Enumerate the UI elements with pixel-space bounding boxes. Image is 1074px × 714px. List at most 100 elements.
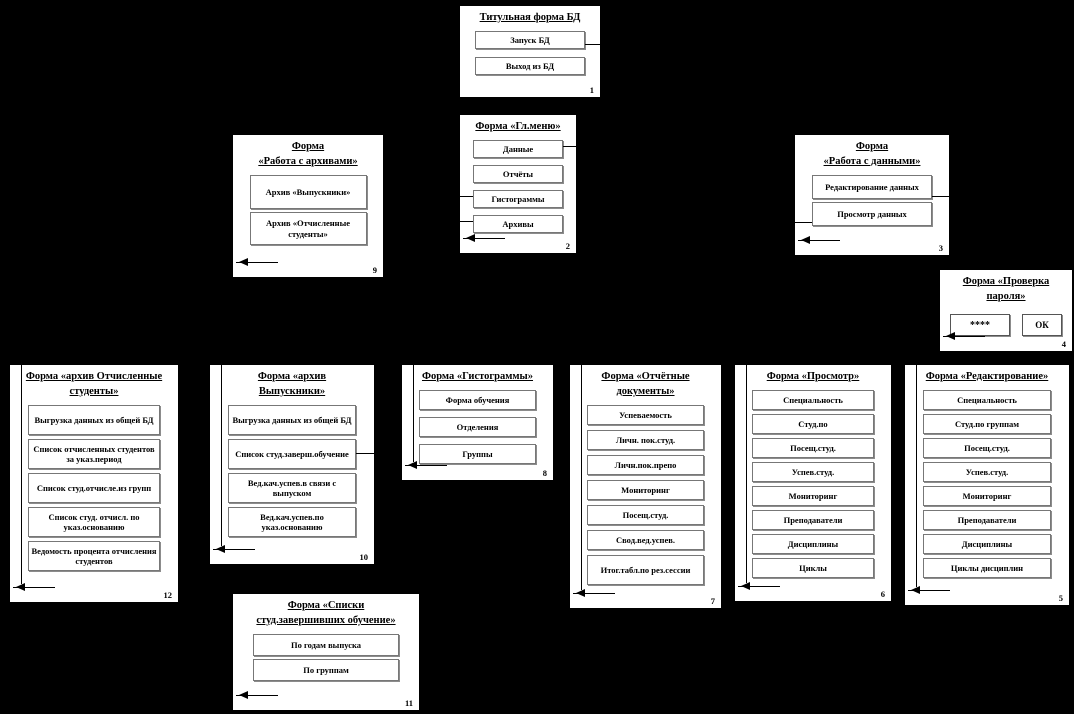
return-arrow-icon <box>738 582 782 591</box>
box-number: 12 <box>163 590 173 600</box>
form-button-report-documents-0[interactable]: Успеваемость <box>586 405 705 426</box>
form-button-report-documents-1[interactable]: Личн. пок.студ. <box>586 430 705 451</box>
form-button-edit-7[interactable]: Циклы дисциплин <box>923 558 1051 579</box>
form-button-view-2[interactable]: Посещ.студ. <box>752 438 874 459</box>
password-input[interactable]: **** <box>950 314 1010 337</box>
return-arrow-icon <box>13 583 57 592</box>
form-button-report-documents-4[interactable]: Посещ.студ. <box>586 505 705 526</box>
form-button-title-db-0[interactable]: Запуск БД <box>475 31 585 50</box>
form-button-edit-6[interactable]: Дисциплины <box>923 534 1051 555</box>
return-arrow-icon <box>463 234 507 243</box>
form-button-main-menu-0[interactable]: Данные <box>472 140 564 159</box>
form-box-grad-lists: Форма «Списки студ.завершивших обучение» П… <box>231 592 421 712</box>
return-arrow-icon <box>213 545 257 554</box>
connector-stub <box>563 146 576 147</box>
ok-button[interactable]: ОК <box>1022 314 1062 337</box>
form-button-main-menu-1[interactable]: Отчёты <box>472 165 564 184</box>
return-arrow-icon <box>236 691 280 700</box>
box-number: 7 <box>710 596 715 606</box>
connector-stub <box>460 221 473 222</box>
box-number: 10 <box>359 552 369 562</box>
return-arrow-icon <box>798 236 842 245</box>
box-number: 6 <box>880 589 885 599</box>
form-button-archive-graduates-0[interactable]: Выгрузка данных из общей БД <box>228 405 356 436</box>
form-button-view-5[interactable]: Преподаватели <box>752 510 874 531</box>
form-button-archive-expelled-1[interactable]: Список отчисленных студентов за указ.пер… <box>28 439 160 470</box>
form-title: Форма «Списки <box>287 600 365 611</box>
connector-line <box>21 365 22 584</box>
form-button-histograms-2[interactable]: Группы <box>418 444 537 465</box>
form-button-report-documents-2[interactable]: Личн.пок.препо <box>586 455 705 476</box>
form-button-report-documents-5[interactable]: Свод.вед.успев. <box>586 530 705 551</box>
form-title-line2: студ.завершивших обучение» <box>256 615 396 627</box>
form-button-work-data-0[interactable]: Редактирование данных <box>811 175 933 200</box>
form-button-histograms-1[interactable]: Отделения <box>418 417 537 438</box>
form-box-password-check: Форма «Проверка пароля» **** ОК 4 <box>938 268 1074 353</box>
form-button-archive-expelled-4[interactable]: Ведомость процента отчисления студентов <box>28 541 160 572</box>
form-button-edit-0[interactable]: Специальность <box>923 390 1051 411</box>
form-button-main-menu-2[interactable]: Гистограммы <box>472 190 564 209</box>
form-button-edit-5[interactable]: Преподаватели <box>923 510 1051 531</box>
form-title: Форма «архив Отчисленные <box>25 371 163 382</box>
connector-stub <box>355 453 374 454</box>
form-title: Форма <box>855 141 889 152</box>
form-button-archive-expelled-3[interactable]: Список студ. отчисл. по указ.основанию <box>28 507 160 538</box>
form-button-work-data-1[interactable]: Просмотр данных <box>811 202 933 227</box>
form-button-view-0[interactable]: Специальность <box>752 390 874 411</box>
box-number: 4 <box>1061 339 1066 349</box>
box-number: 11 <box>404 698 413 708</box>
form-button-edit-3[interactable]: Успев.студ. <box>923 462 1051 483</box>
form-button-archive-expelled-2[interactable]: Список студ.отчисле.из групп <box>28 473 160 504</box>
form-title-line2: пароля» <box>986 291 1026 303</box>
connector-line <box>413 365 414 462</box>
box-number: 3 <box>938 243 943 253</box>
form-button-archive-graduates-1[interactable]: Список студ.заверш.обучение <box>228 439 356 470</box>
form-button-work-archives-0[interactable]: Архив «Выпускники» <box>249 175 367 210</box>
connector-line <box>916 365 917 587</box>
form-button-archive-graduates-2[interactable]: Вед.кач.успев.в связи с выпуском <box>228 473 356 504</box>
connector-line <box>746 365 747 583</box>
connector-stub <box>932 196 949 197</box>
form-button-archive-expelled-0[interactable]: Выгрузка данных из общей БД <box>28 405 160 436</box>
form-button-edit-1[interactable]: Студ.по группам <box>923 414 1051 435</box>
form-title-line2: «Работа с архивами» <box>258 156 358 168</box>
form-button-view-6[interactable]: Дисциплины <box>752 534 874 555</box>
form-button-grad-lists-0[interactable]: По годам выпуска <box>253 634 399 657</box>
form-title: Форма «Просмотр» <box>766 371 860 382</box>
box-number: 8 <box>542 468 547 478</box>
form-title: Титульная форма БД <box>479 12 581 23</box>
form-button-main-menu-3[interactable]: Архивы <box>472 215 564 234</box>
connector-stub <box>795 222 812 223</box>
form-button-title-db-1[interactable]: Выход из БД <box>475 57 585 76</box>
form-button-histograms-0[interactable]: Форма обучения <box>418 390 537 411</box>
box-number: 1 <box>589 85 594 95</box>
form-button-view-7[interactable]: Циклы <box>752 558 874 579</box>
form-button-grad-lists-1[interactable]: По группам <box>253 659 399 682</box>
form-button-work-archives-1[interactable]: Архив «Отчисленные студенты» <box>249 212 367 246</box>
form-button-report-documents-6[interactable]: Итог.табл.по рез.сессии <box>586 555 705 586</box>
return-arrow-icon <box>236 258 280 267</box>
form-button-edit-4[interactable]: Мониторинг <box>923 486 1051 507</box>
form-button-view-3[interactable]: Успев.студ. <box>752 462 874 483</box>
form-button-archive-graduates-3[interactable]: Вед.кач.успев.по указ.основанию <box>228 507 356 538</box>
form-title-line2: «Работа с данными» <box>823 156 921 168</box>
form-button-report-documents-3[interactable]: Мониторинг <box>586 480 705 501</box>
form-button-view-1[interactable]: Студ.по <box>752 414 874 435</box>
form-title: Форма «Проверка <box>962 276 1050 287</box>
connector-line <box>581 365 582 590</box>
form-box-title-db: Титульная форма БД Запуск БД Выход из БД 1 <box>458 4 602 99</box>
form-title: Форма «архив <box>257 371 327 382</box>
form-button-edit-2[interactable]: Посещ.студ. <box>923 438 1051 459</box>
connector-stub <box>460 196 473 197</box>
box-number: 9 <box>372 265 377 275</box>
form-button-view-4[interactable]: Мониторинг <box>752 486 874 507</box>
return-arrow-icon <box>908 586 952 595</box>
form-title: Форма «Редактирование» <box>925 371 1049 382</box>
form-box-work-archives: Форма«Работа с архивами»Архив «Выпускник… <box>231 133 385 279</box>
return-arrow-icon <box>943 332 987 341</box>
